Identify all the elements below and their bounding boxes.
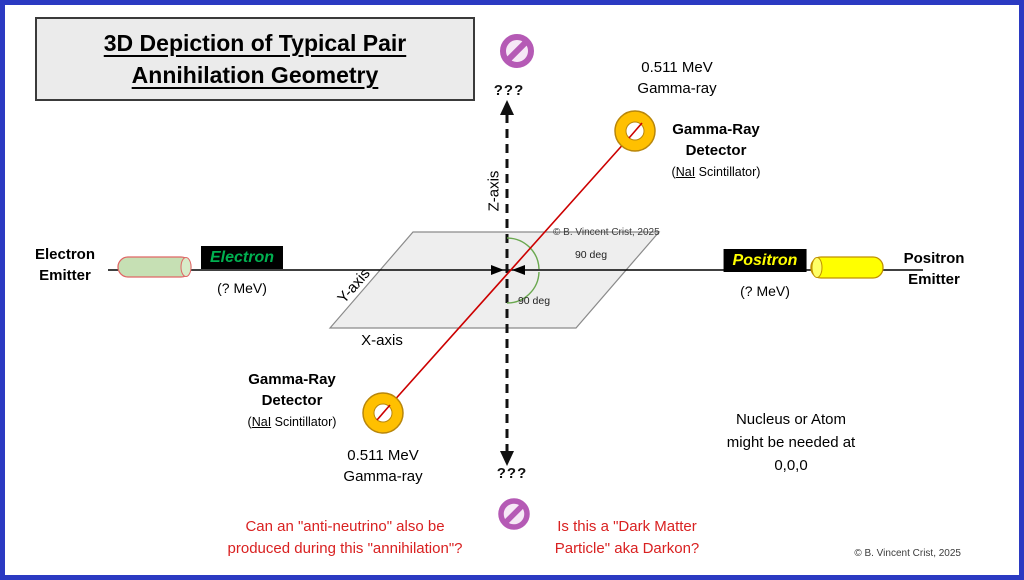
electron-particle-badge: Electron xyxy=(200,246,284,269)
gamma-detector-bottom-icon xyxy=(362,392,404,434)
xy-plane xyxy=(328,231,661,329)
gamma-detector-top-icon xyxy=(614,110,656,152)
electron-emitter-cylinder xyxy=(117,256,192,278)
angle-arc-upper xyxy=(506,237,540,270)
electron-energy-label: (? MeV) xyxy=(217,280,267,296)
title-box: 3D Depiction of Typical Pair Annihilatio… xyxy=(35,17,475,101)
electron-beam-arrowhead xyxy=(491,265,504,275)
watermark-corner: © B. Vincent Crist, 2025 xyxy=(854,548,961,559)
electron-cylinder-cap xyxy=(180,257,192,277)
gamma-bottom-detector-label: Gamma-Ray Detector xyxy=(248,371,336,409)
prohibition-bottom-icon xyxy=(498,498,530,530)
electron-emitter-label: Electron Emitter xyxy=(34,246,96,284)
question-dark-matter: Is this a "Dark Matter Particle" aka Dar… xyxy=(554,518,700,557)
gamma-bottom-energy-label: 0.511 MeV Gamma-ray xyxy=(343,447,423,485)
title-line-1: 3D Depiction of Typical Pair xyxy=(103,30,407,56)
y-axis-label: Y-axis xyxy=(334,265,374,307)
top-unknown-text: ??? xyxy=(493,82,525,99)
z-axis-down-arrowhead xyxy=(500,451,514,466)
z-axis-up-arrowhead xyxy=(500,100,514,115)
angle-lower-label: 90 deg xyxy=(517,295,551,307)
positron-energy-label: (? MeV) xyxy=(740,283,790,299)
gamma-top-detector-label: Gamma-Ray Detector xyxy=(672,121,760,159)
angle-upper-label: 90 deg xyxy=(574,249,608,261)
z-axis-label: Z-axis xyxy=(485,170,503,212)
gamma-top-energy-label: 0.511 MeV Gamma-ray xyxy=(637,59,717,97)
x-axis-label: X-axis xyxy=(361,332,403,349)
gamma-ray-line xyxy=(382,130,636,414)
gamma-top-scintillator-label: (NaI Scintillator) xyxy=(671,165,761,179)
gamma-bottom-scintillator-label: (NaI Scintillator) xyxy=(247,415,337,429)
positron-emitter-cylinder xyxy=(810,256,884,279)
prohibition-top-icon xyxy=(500,34,534,68)
watermark-center: © B. Vincent Crist, 2025 xyxy=(553,227,660,238)
nucleus-note: Nucleus or Atom might be needed at 0,0,0 xyxy=(726,411,856,474)
question-antineutrino: Can an "anti-neutrino" also be produced … xyxy=(227,518,463,557)
positron-beam-arrowhead xyxy=(512,265,525,275)
positron-cylinder-cap xyxy=(811,257,823,278)
positron-emitter-label: Positron Emitter xyxy=(903,250,965,288)
bottom-unknown-text: ??? xyxy=(496,465,528,482)
positron-particle-badge: Positron xyxy=(723,249,807,272)
title-line-2: Annihilation Geometry xyxy=(131,62,379,88)
